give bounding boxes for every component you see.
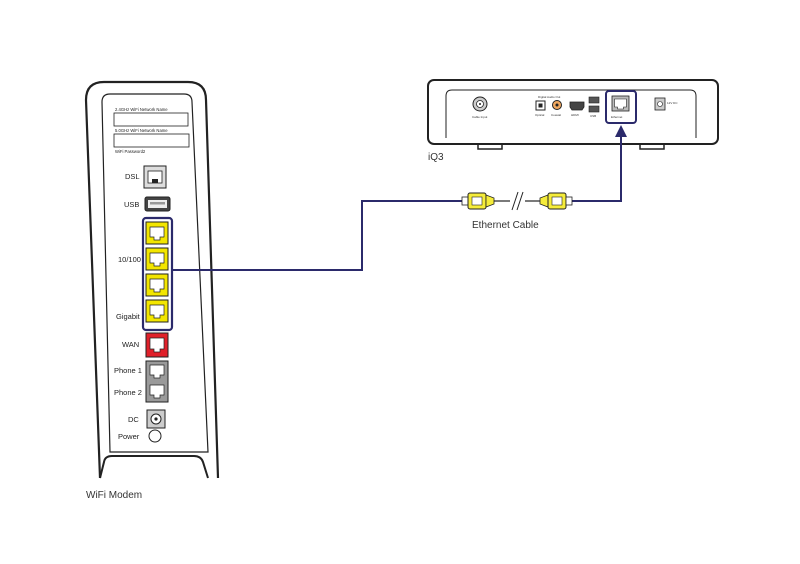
iq3-usb-label: USB bbox=[590, 114, 596, 118]
iq3-dc-port bbox=[654, 97, 666, 111]
cable-input-label: Cable Input bbox=[472, 115, 488, 119]
cable-connector-right bbox=[525, 192, 573, 210]
dsl-port bbox=[143, 165, 167, 189]
iq3-inner-face bbox=[445, 89, 697, 138]
field-box-24ghz bbox=[113, 112, 189, 127]
field-label-50ghz: 5.0GHz WiFi Network Name bbox=[115, 128, 168, 133]
cable-break-mark-1 bbox=[511, 191, 519, 211]
modem-outer-shell bbox=[84, 80, 220, 479]
dc-port bbox=[146, 409, 166, 429]
lan-port-2 bbox=[145, 247, 169, 271]
iq3-box: Cable Input Digital Audio Out Optical Co… bbox=[427, 79, 719, 163]
usb-port bbox=[144, 196, 171, 212]
lan-port-group bbox=[141, 216, 174, 332]
lan-highlight-box bbox=[141, 216, 174, 332]
wan-port bbox=[145, 332, 169, 358]
power-button bbox=[148, 429, 162, 443]
iq3-foot-left bbox=[477, 144, 503, 150]
hdmi-port bbox=[569, 101, 585, 111]
wifi-modem: 2.4GHz WiFi Network Name 5.0GHz WiFi Net… bbox=[84, 80, 220, 501]
lan-port-4 bbox=[145, 299, 169, 323]
dsl-label: DSL bbox=[125, 172, 140, 181]
coaxial-port bbox=[552, 100, 562, 110]
iq3-ethernet-highlight bbox=[605, 90, 637, 124]
optical-label: Optical bbox=[535, 113, 545, 117]
digital-audio-label: Digital Audio Out bbox=[538, 95, 561, 99]
ethernet-cable: Ethernet Cable bbox=[172, 125, 627, 271]
cable-arrow-head bbox=[615, 125, 627, 137]
iq3-outer-shell bbox=[427, 79, 719, 145]
cable-wire-right bbox=[572, 134, 622, 202]
modem-caption: WiFi Modem bbox=[86, 490, 142, 501]
coaxial-label: Coaxial bbox=[551, 113, 561, 117]
iq3-dc-label: 12V DC bbox=[667, 101, 678, 105]
iq3-ethernet-port bbox=[605, 90, 637, 124]
cable-input-port bbox=[472, 96, 488, 112]
phone-ports bbox=[145, 360, 169, 403]
lan-top-label: 10/100 bbox=[118, 255, 141, 264]
lan-port-3 bbox=[145, 273, 169, 297]
dc-label: DC bbox=[128, 415, 139, 424]
phone1-port bbox=[149, 364, 165, 379]
cable-wire-left bbox=[172, 200, 462, 271]
phone1-label: Phone 1 bbox=[114, 366, 142, 375]
iq3-usb-ports bbox=[588, 96, 600, 113]
wan-label: WAN bbox=[122, 340, 139, 349]
field-label-password: WiFi Password2 bbox=[115, 149, 146, 154]
usb-label: USB bbox=[124, 200, 139, 209]
modem-inner-face bbox=[101, 93, 209, 453]
field-box-50ghz bbox=[113, 133, 190, 148]
cable-caption: Ethernet Cable bbox=[472, 220, 539, 231]
hdmi-label: HDMI bbox=[571, 113, 579, 117]
lan-bottom-label: Gigabit bbox=[116, 312, 141, 321]
phone2-port bbox=[149, 384, 165, 399]
cable-break-mark-2 bbox=[516, 191, 524, 211]
phone2-label: Phone 2 bbox=[114, 388, 142, 397]
optical-port bbox=[535, 100, 546, 111]
iq3-caption: iQ3 bbox=[428, 152, 444, 163]
modem-stand bbox=[99, 455, 209, 479]
field-label-24ghz: 2.4GHz WiFi Network Name bbox=[115, 107, 168, 112]
iq3-foot-right bbox=[639, 144, 665, 150]
cable-connector-left bbox=[461, 192, 510, 210]
power-label: Power bbox=[118, 432, 140, 441]
lan-port-1 bbox=[145, 221, 169, 245]
ethernet-label: Ethernet bbox=[611, 115, 623, 119]
